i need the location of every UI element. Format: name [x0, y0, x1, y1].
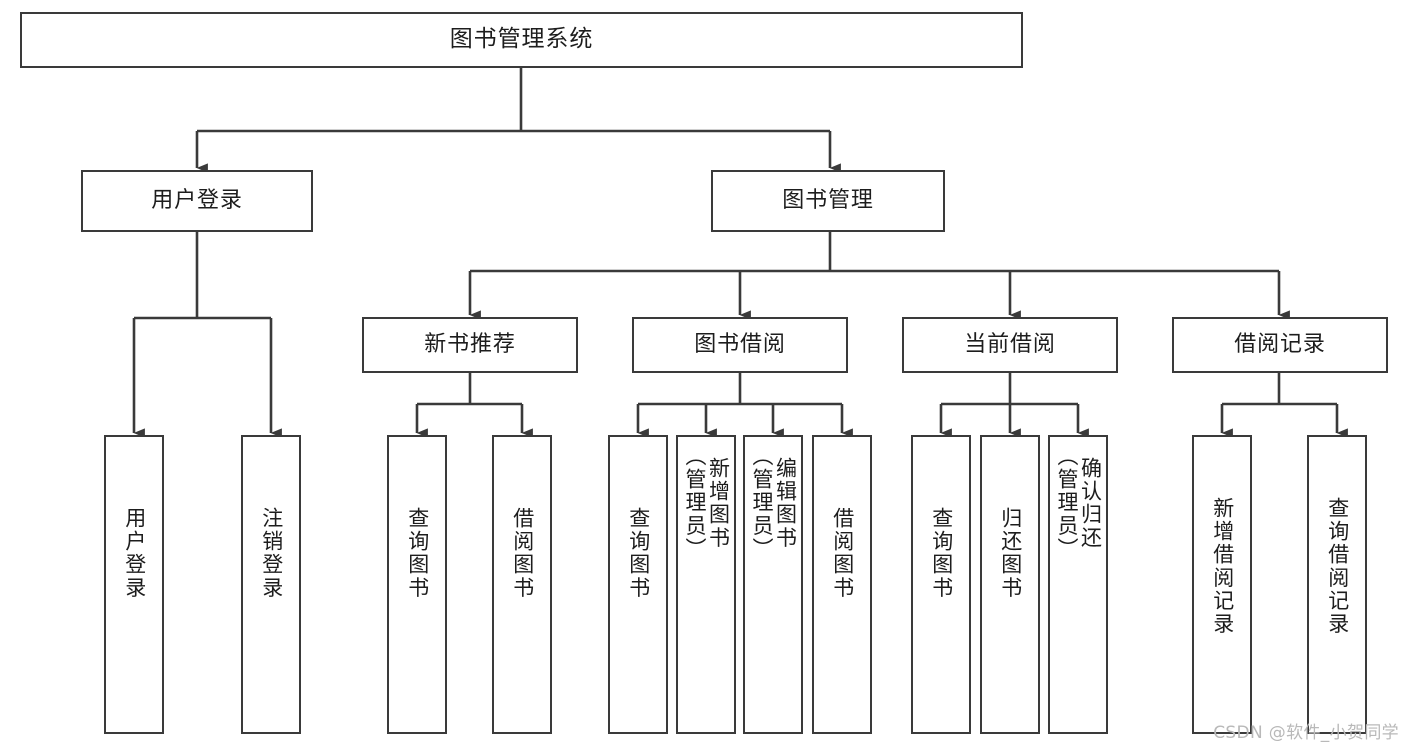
node-label: 新书推荐 — [424, 331, 516, 357]
node-borrow-record[interactable]: 借阅记录 — [1172, 317, 1388, 373]
node-current-borrow[interactable]: 当前借阅 — [902, 317, 1118, 373]
node-label: 用户登录 — [122, 507, 147, 600]
node-label: 新增图书 （管理员） — [683, 445, 731, 561]
node-label: 借阅记录 — [1234, 331, 1326, 357]
node-user-login[interactable]: 用户登录 — [81, 170, 313, 232]
leaf-book-borrow-edit-book-admin[interactable]: 编辑图书 （管理员） — [743, 435, 803, 734]
leaf-current-borrow-query-book[interactable]: 查询图书 — [911, 435, 971, 734]
leaf-current-borrow-return-book[interactable]: 归还图书 — [980, 435, 1040, 734]
node-label: 借阅图书 — [510, 507, 535, 600]
node-label: 图书借阅 — [694, 331, 786, 357]
node-book-borrow[interactable]: 图书借阅 — [632, 317, 848, 373]
node-label: 确认归还 （管理员） — [1055, 445, 1103, 561]
node-label: 注销登录 — [259, 507, 284, 600]
node-label: 编辑图书 （管理员） — [750, 445, 798, 561]
leaf-new-book-borrow-book[interactable]: 借阅图书 — [492, 435, 552, 734]
node-root-book-management-system[interactable]: 图书管理系统 — [20, 12, 1023, 68]
node-label: 查询图书 — [405, 507, 430, 600]
leaf-new-book-query-book[interactable]: 查询图书 — [387, 435, 447, 734]
leaf-borrow-record-add-record[interactable]: 新增借阅记录 — [1192, 435, 1252, 734]
node-label: 当前借阅 — [964, 331, 1056, 357]
node-label: 新增借阅记录 — [1210, 497, 1235, 636]
leaf-user-login-login[interactable]: 用户登录 — [104, 435, 164, 734]
leaf-book-borrow-borrow-book[interactable]: 借阅图书 — [812, 435, 872, 734]
leaf-current-borrow-confirm-return-admin[interactable]: 确认归还 （管理员） — [1048, 435, 1108, 734]
node-book-management[interactable]: 图书管理 — [711, 170, 945, 232]
node-label: 查询借阅记录 — [1325, 497, 1350, 636]
node-label: 用户登录 — [151, 187, 243, 213]
node-label: 图书管理 — [782, 187, 874, 213]
leaf-book-borrow-query-book[interactable]: 查询图书 — [608, 435, 668, 734]
node-label: 查询图书 — [929, 507, 954, 600]
leaf-borrow-record-query-record[interactable]: 查询借阅记录 — [1307, 435, 1367, 734]
csdn-watermark: CSDN @软件_小贺同学 — [1213, 723, 1399, 743]
node-label: 归还图书 — [998, 507, 1023, 600]
node-label: 借阅图书 — [830, 507, 855, 600]
leaf-book-borrow-add-book-admin[interactable]: 新增图书 （管理员） — [676, 435, 736, 734]
node-label: 查询图书 — [626, 507, 651, 600]
leaf-user-login-logout[interactable]: 注销登录 — [241, 435, 301, 734]
node-label: 图书管理系统 — [449, 26, 594, 53]
node-new-book-recommend[interactable]: 新书推荐 — [362, 317, 578, 373]
